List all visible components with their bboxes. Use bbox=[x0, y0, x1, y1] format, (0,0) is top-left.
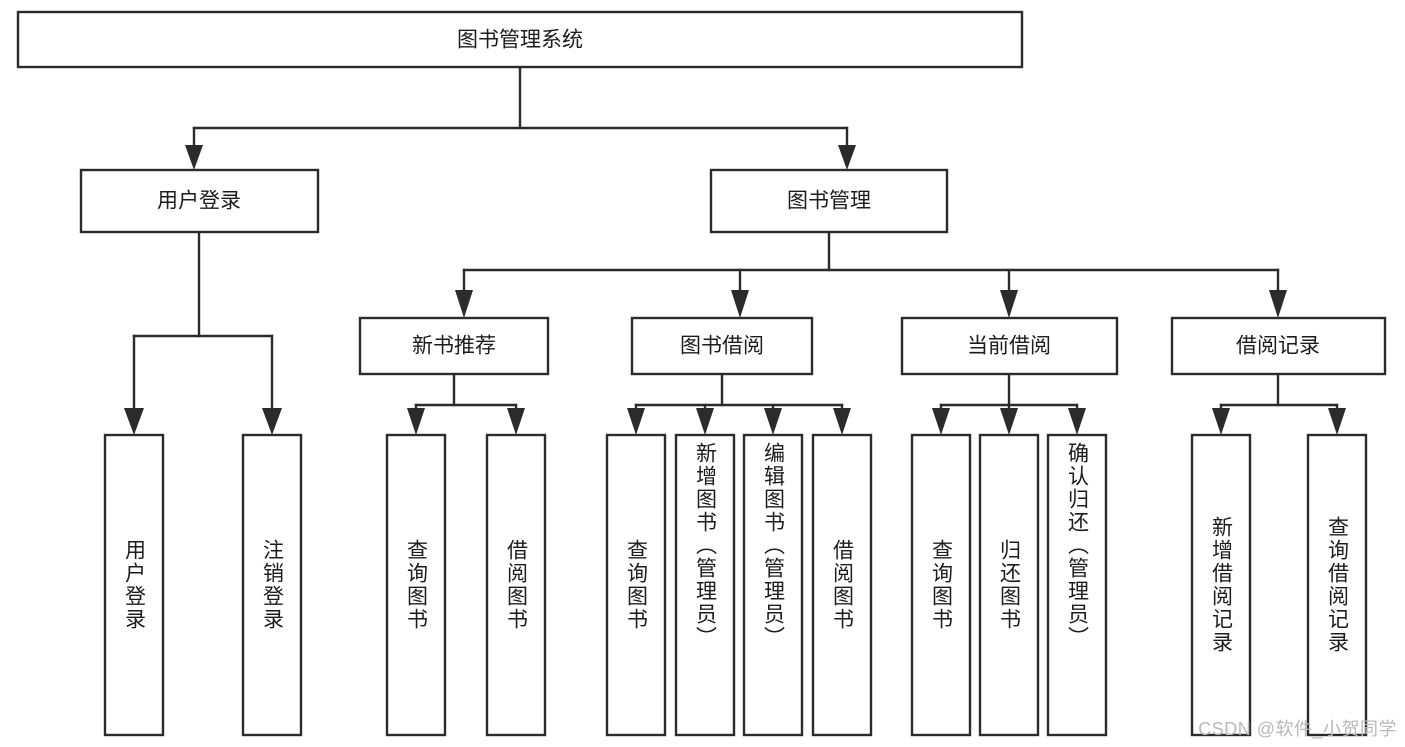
node-root-system[interactable]: 图书管理系统 bbox=[16, 10, 1024, 69]
leaf-box-group bbox=[103, 433, 1368, 737]
node-new-book-recommend[interactable]: 新书推荐 bbox=[358, 316, 550, 376]
leaf-box-query-book-nb[interactable] bbox=[385, 433, 447, 737]
node-book-manage-label: 图书管理 bbox=[787, 190, 871, 213]
leaf-box-logout[interactable] bbox=[241, 433, 303, 737]
node-new-book-recommend-label: 新书推荐 bbox=[412, 335, 496, 358]
connector-user-login-to-leaves bbox=[124, 230, 282, 435]
node-root-system-label: 图书管理系统 bbox=[457, 29, 583, 52]
connector-book-manage-to-level3 bbox=[455, 230, 1287, 318]
leaf-box-query-record[interactable] bbox=[1306, 433, 1368, 737]
node-book-manage[interactable]: 图书管理 bbox=[709, 168, 949, 234]
leaf-box-add-book-admin[interactable] bbox=[674, 433, 736, 737]
leaf-box-add-record[interactable] bbox=[1190, 433, 1252, 737]
leaf-box-return-book[interactable] bbox=[978, 433, 1040, 737]
node-book-borrow-label: 图书借阅 bbox=[680, 335, 764, 358]
node-borrow-record[interactable]: 借阅记录 bbox=[1170, 316, 1387, 376]
node-book-borrow[interactable]: 图书借阅 bbox=[630, 316, 814, 376]
leaf-box-query-book-cb[interactable] bbox=[910, 433, 972, 737]
node-user-login[interactable]: 用户登录 bbox=[79, 168, 320, 234]
leaf-box-confirm-return[interactable] bbox=[1046, 433, 1108, 737]
connector-new-book-to-leaves bbox=[407, 372, 525, 435]
node-borrow-record-label: 借阅记录 bbox=[1236, 335, 1320, 358]
connector-root-to-level2 bbox=[185, 65, 856, 170]
connector-book-borrow-to-leaves bbox=[627, 372, 851, 435]
node-current-borrow[interactable]: 当前借阅 bbox=[900, 316, 1119, 376]
leaf-box-user-login[interactable] bbox=[103, 433, 165, 737]
node-user-login-label: 用户登录 bbox=[157, 190, 241, 213]
leaf-box-query-book-bb[interactable] bbox=[605, 433, 667, 737]
leaf-box-edit-book-admin[interactable] bbox=[742, 433, 804, 737]
leaf-box-borrow-book-bb[interactable] bbox=[811, 433, 873, 737]
csdn-watermark: CSDN @软件_小贺同学 bbox=[1198, 719, 1397, 739]
leaf-box-borrow-book-nb[interactable] bbox=[485, 433, 547, 737]
connector-borrow-record-to-leaves bbox=[1212, 372, 1346, 435]
node-current-borrow-label: 当前借阅 bbox=[967, 335, 1051, 358]
connector-current-borrow-to-leaves bbox=[932, 372, 1086, 435]
